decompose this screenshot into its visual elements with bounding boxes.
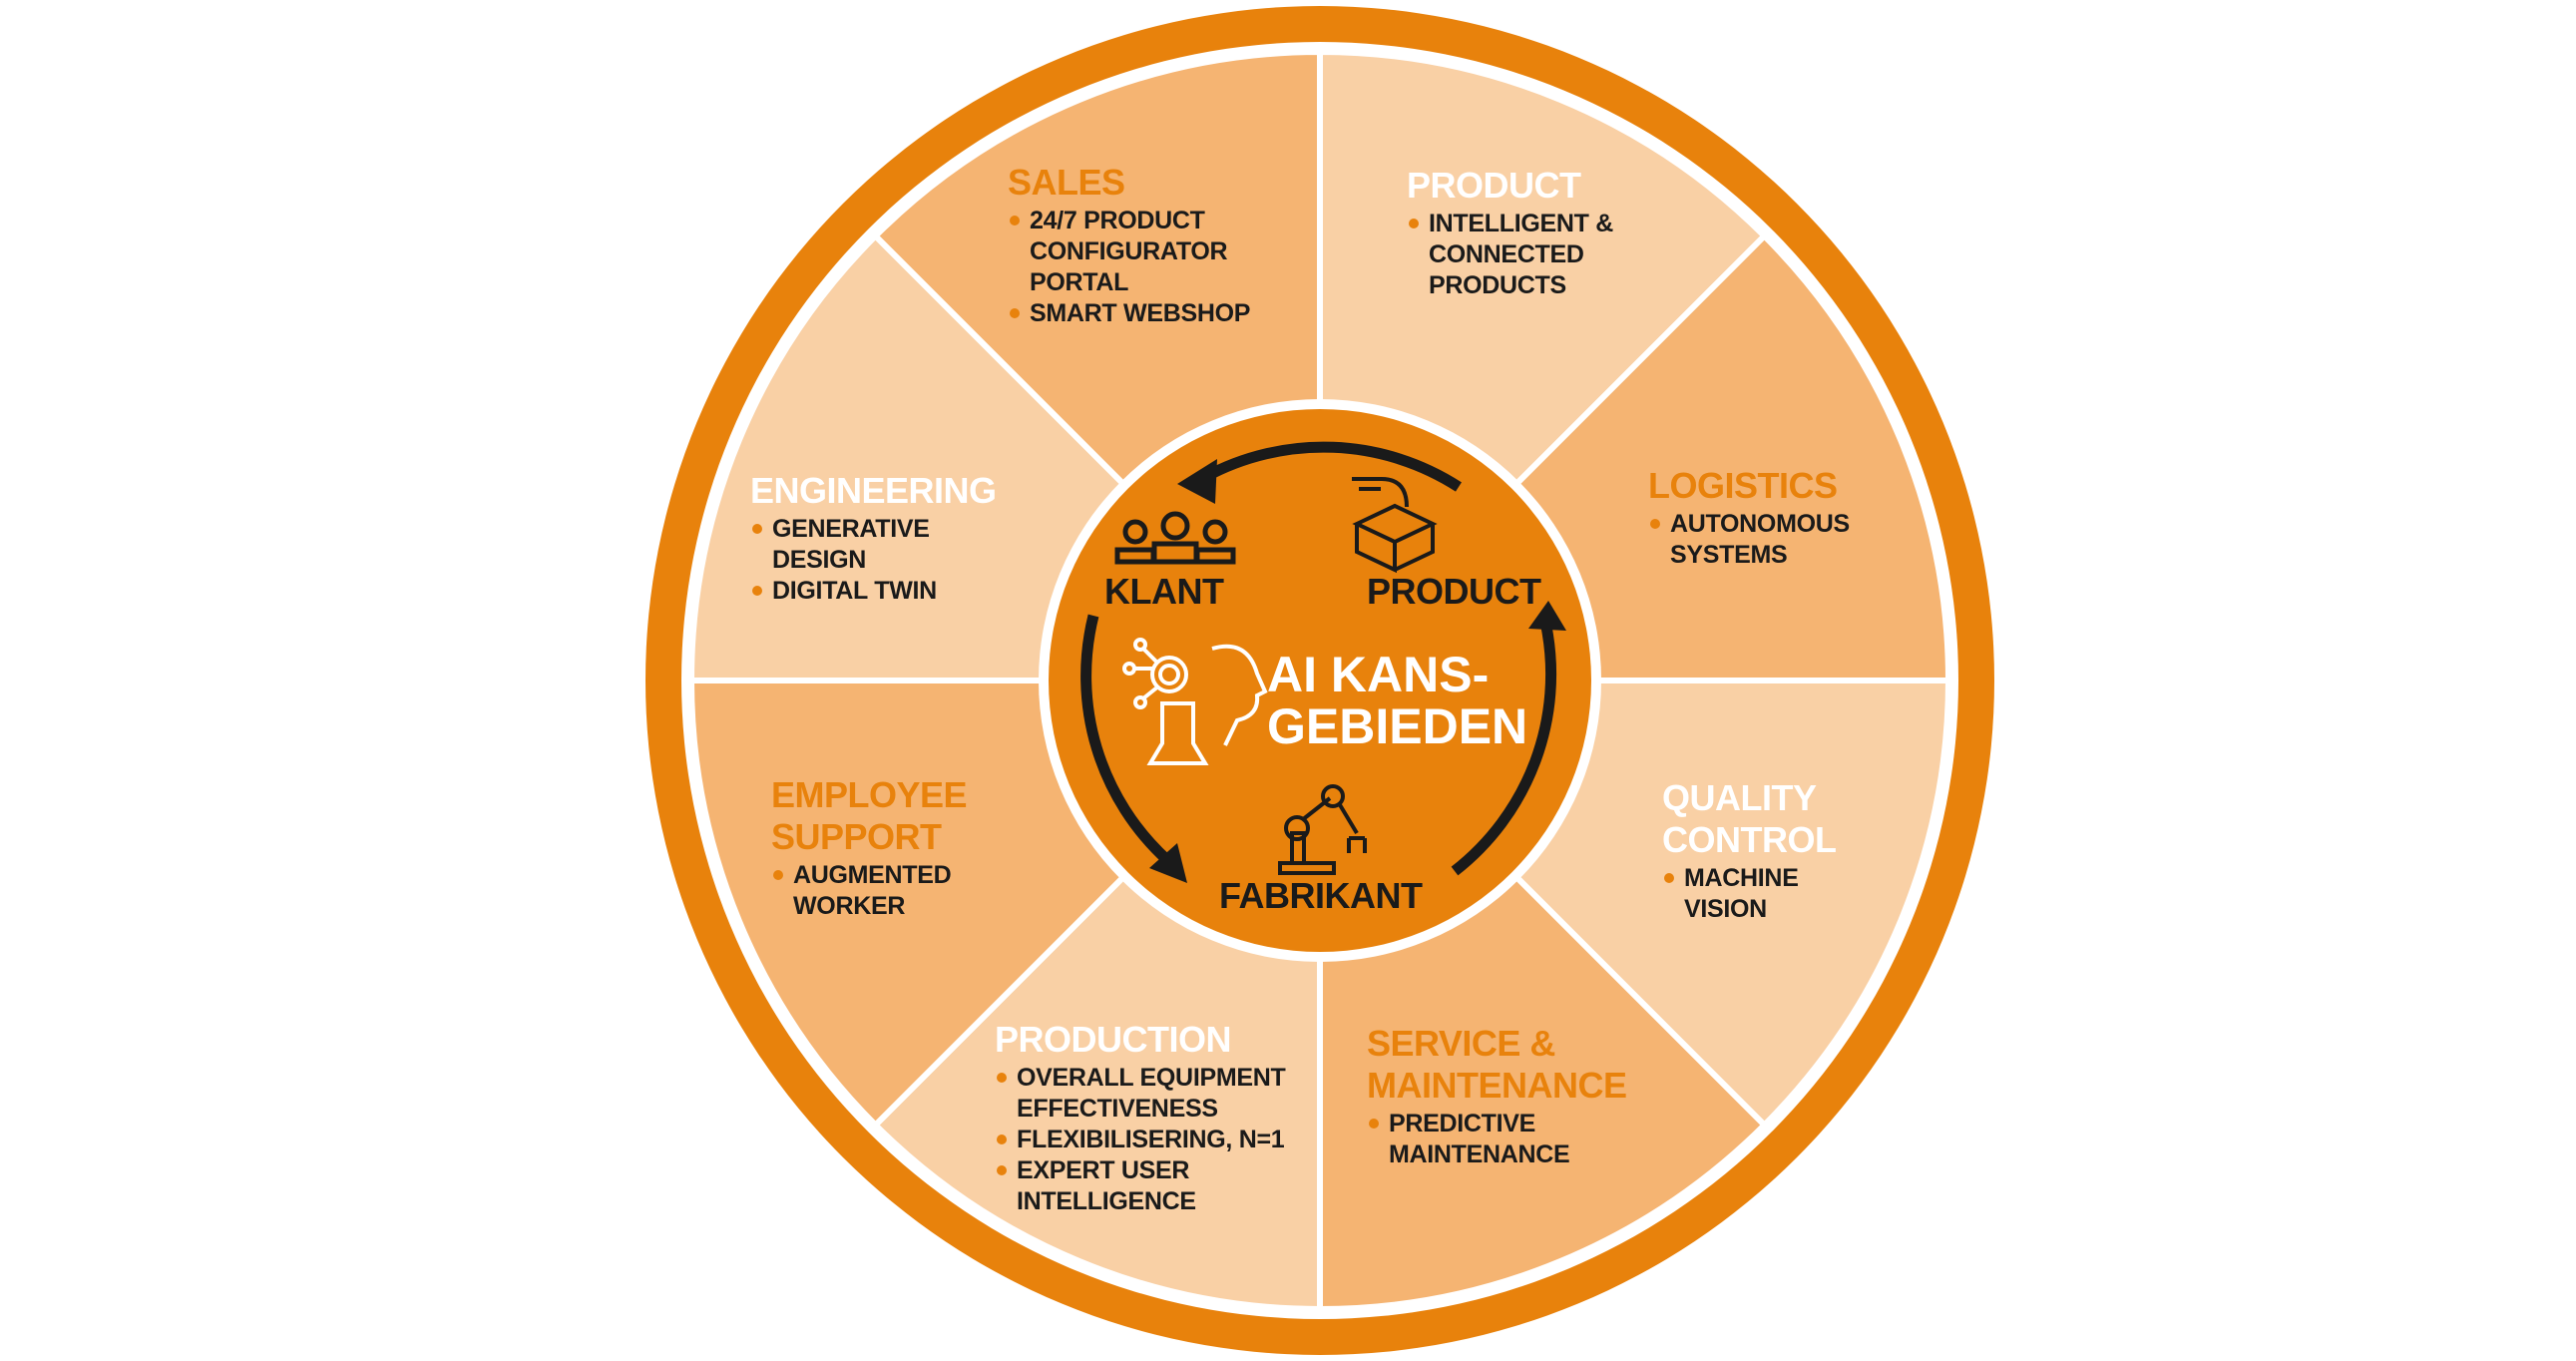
center-title-line2: GEBIEDEN bbox=[1267, 698, 1528, 754]
arrow-klant-to-fabrikant bbox=[1080, 614, 1171, 865]
arrow-fabrikant-to-product bbox=[1451, 625, 1557, 876]
segment-item: INTELLIGENT & CONNECTED PRODUCTS bbox=[1407, 209, 1638, 301]
segment-production: PRODUCTION OVERALL EQUIPMENT EFFECTIVENE… bbox=[995, 1019, 1314, 1217]
arrowhead-klant bbox=[1177, 459, 1217, 504]
segment-title: PRODUCTION bbox=[995, 1019, 1232, 1060]
segment-service-maintenance: SERVICE & MAINTENANCE PREDICTIVE MAINTEN… bbox=[1367, 1023, 1686, 1170]
segment-item: SMART WEBSHOP bbox=[1008, 298, 1297, 329]
people-icon bbox=[1114, 511, 1236, 565]
segment-item: OVERALL EQUIPMENT EFFECTIVENESS bbox=[995, 1063, 1316, 1125]
center-node-fabrikant-label: FABRIKANT bbox=[1219, 875, 1423, 916]
cycle-arrows bbox=[1080, 441, 1557, 876]
segment-item: PREDICTIVE MAINTENANCE bbox=[1367, 1109, 1588, 1170]
box-icon bbox=[1352, 477, 1438, 574]
ai-head-icon bbox=[1122, 638, 1268, 765]
center-title: AI KANS- GEBIEDEN bbox=[1267, 649, 1527, 752]
segment-item: FLEXIBILISERING, N=1 bbox=[995, 1125, 1314, 1155]
segment-item: AUGMENTED WORKER bbox=[771, 860, 973, 922]
arrow-product-to-klant bbox=[1202, 441, 1462, 492]
segment-item: GENERATIVE DESIGN bbox=[750, 514, 942, 576]
segment-title: QUALITY CONTROL bbox=[1662, 777, 1837, 860]
center-node-product-label: PRODUCT bbox=[1367, 571, 1541, 612]
segment-employee-support: EMPLOYEE SUPPORT AUGMENTED WORKER bbox=[771, 774, 1011, 922]
robot-arm-icon bbox=[1278, 784, 1367, 875]
segment-product: PRODUCT INTELLIGENT & CONNECTED PRODUCTS bbox=[1407, 165, 1666, 301]
segment-title: SALES bbox=[1008, 162, 1125, 203]
arrowhead-product bbox=[1528, 601, 1566, 631]
segment-quality-control: QUALITY CONTROL MACHINE VISION bbox=[1662, 777, 1902, 925]
segment-item: MACHINE VISION bbox=[1662, 863, 1834, 925]
segment-item: AUTONOMOUS SYSTEMS bbox=[1648, 509, 1880, 571]
segment-logistics: LOGISTICS AUTONOMOUS SYSTEMS bbox=[1648, 465, 1908, 571]
center-title-line1: AI KANS- bbox=[1267, 647, 1490, 702]
segment-item: DIGITAL TWIN bbox=[750, 576, 1010, 607]
arrowhead-fabrikant bbox=[1149, 843, 1187, 883]
segment-item: EXPERT USER INTELLIGENCE bbox=[995, 1155, 1236, 1217]
segment-title: ENGINEERING bbox=[750, 470, 997, 511]
segment-item: 24/7 PRODUCT CONFIGURATOR PORTAL bbox=[1008, 206, 1259, 298]
segment-title: PRODUCT bbox=[1407, 165, 1581, 206]
segment-title: SERVICE & MAINTENANCE bbox=[1367, 1023, 1627, 1106]
segment-title: LOGISTICS bbox=[1648, 465, 1838, 506]
segment-title: EMPLOYEE SUPPORT bbox=[771, 774, 968, 857]
center-node-klant-label: KLANT bbox=[1104, 571, 1224, 612]
